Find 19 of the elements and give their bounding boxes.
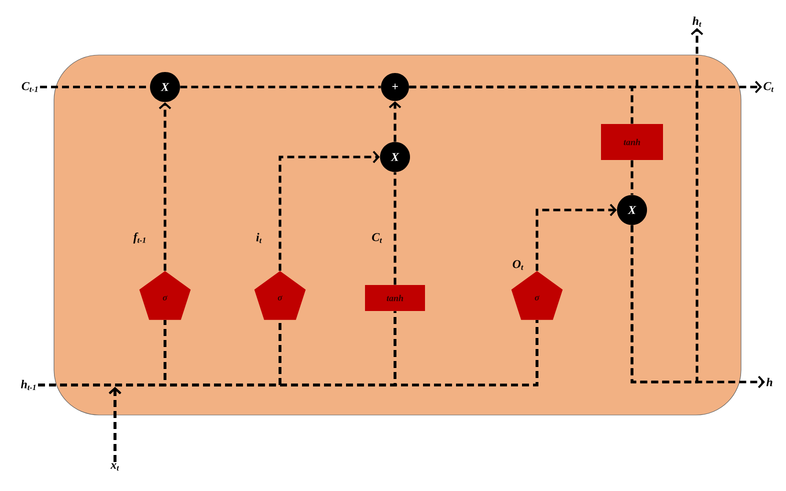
sigmoid-pentagon: σ	[511, 271, 563, 320]
tanh-box: tanh	[601, 124, 663, 160]
tanh-box: tanh	[365, 285, 425, 311]
variable-label: h	[766, 378, 772, 386]
sigmoid-pentagon: σ	[254, 271, 306, 320]
variable-label: h$_{t}$	[692, 16, 702, 27]
sigmoid-pentagon: σ	[139, 271, 191, 320]
variable-label: C$_{t-1}$	[22, 82, 38, 92]
lstm-cell-box	[54, 54, 742, 416]
arrow	[278, 150, 380, 271]
edge-label: O$_{t}$	[511, 259, 525, 271]
edge-label: C$_{t}$	[370, 232, 384, 244]
arrow	[388, 101, 402, 142]
variable-label: x$_{t}$	[110, 463, 120, 471]
arrow	[630, 225, 765, 388]
variable-label: h$_{t-1}$	[20, 380, 36, 390]
arrow	[158, 102, 172, 271]
variable-label: C$_{t}$	[764, 82, 774, 92]
arrow	[536, 204, 617, 271]
